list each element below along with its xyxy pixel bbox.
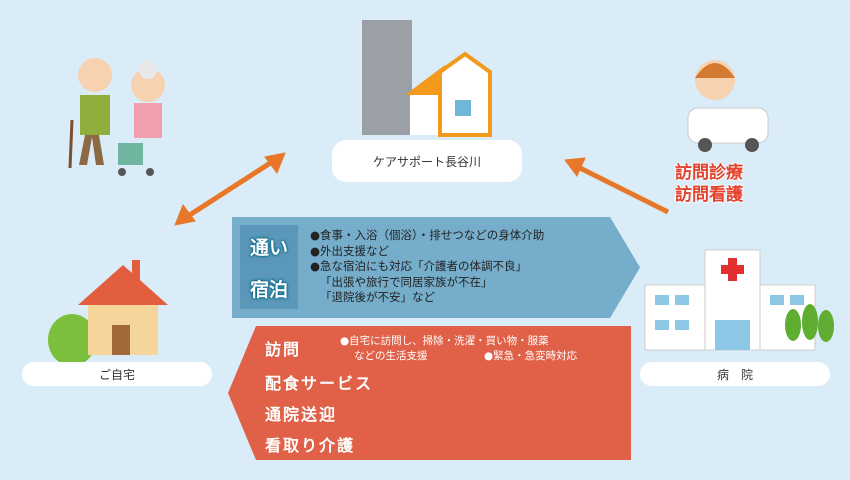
double-arrow	[174, 152, 286, 226]
stay-label: 宿泊	[249, 278, 288, 301]
detail-line: ●外出支援など	[310, 243, 390, 258]
hospital-illustration	[644, 249, 834, 351]
visit-medical-label: 訪問診療 訪問看護	[675, 162, 743, 206]
home-node: ご自宅	[22, 362, 212, 386]
elderly-couple-illustration	[68, 58, 165, 176]
day-stay-details: ●食事・入浴（個浴）・排せつなどの身体介助 ●外出支援など ●急な宿泊にも対応「…	[310, 228, 544, 306]
service-visit: 訪問	[265, 340, 302, 359]
detail-line: ●急な宿泊にも対応「介護者の体調不良」	[310, 259, 528, 273]
visit-detail: などの生活支援	[354, 350, 428, 362]
hospital-label: 病 院	[716, 367, 753, 382]
visit-detail: ●緊急・急変時対応	[484, 350, 578, 362]
detail-line: 「出張や旅行で同居家族が不在」	[320, 274, 493, 289]
building-illustration	[362, 20, 492, 137]
visit-medical-1: 訪問診療	[675, 163, 743, 183]
day-stay-label: 通い 宿泊	[240, 225, 298, 309]
home-label: ご自宅	[98, 367, 135, 382]
day-stay-service-box	[232, 217, 640, 318]
day-label: 通い	[249, 236, 288, 259]
hospital-node: 病 院	[640, 362, 830, 386]
visit-medical-2: 訪問看護	[675, 185, 743, 205]
home-visit-service-box	[228, 326, 631, 460]
care-label: ケアサポート長谷川	[372, 154, 481, 169]
service-meal: 配食サービス	[265, 374, 374, 393]
service-end-of-life: 看取り介護	[265, 436, 356, 455]
detail-line: 「退院後が不安」など	[320, 290, 435, 304]
arrow-to-care	[564, 157, 670, 215]
service-transport: 通院送迎	[265, 405, 338, 424]
house-illustration	[48, 260, 168, 366]
care-support-node: ケアサポート長谷川	[332, 140, 522, 182]
detail-line: ●食事・入浴（個浴）・排せつなどの身体介助	[310, 228, 545, 242]
nurse-car-illustration	[687, 60, 769, 152]
visit-detail: ●自宅に訪問し、掃除・洗濯・買い物・服薬	[340, 335, 549, 347]
